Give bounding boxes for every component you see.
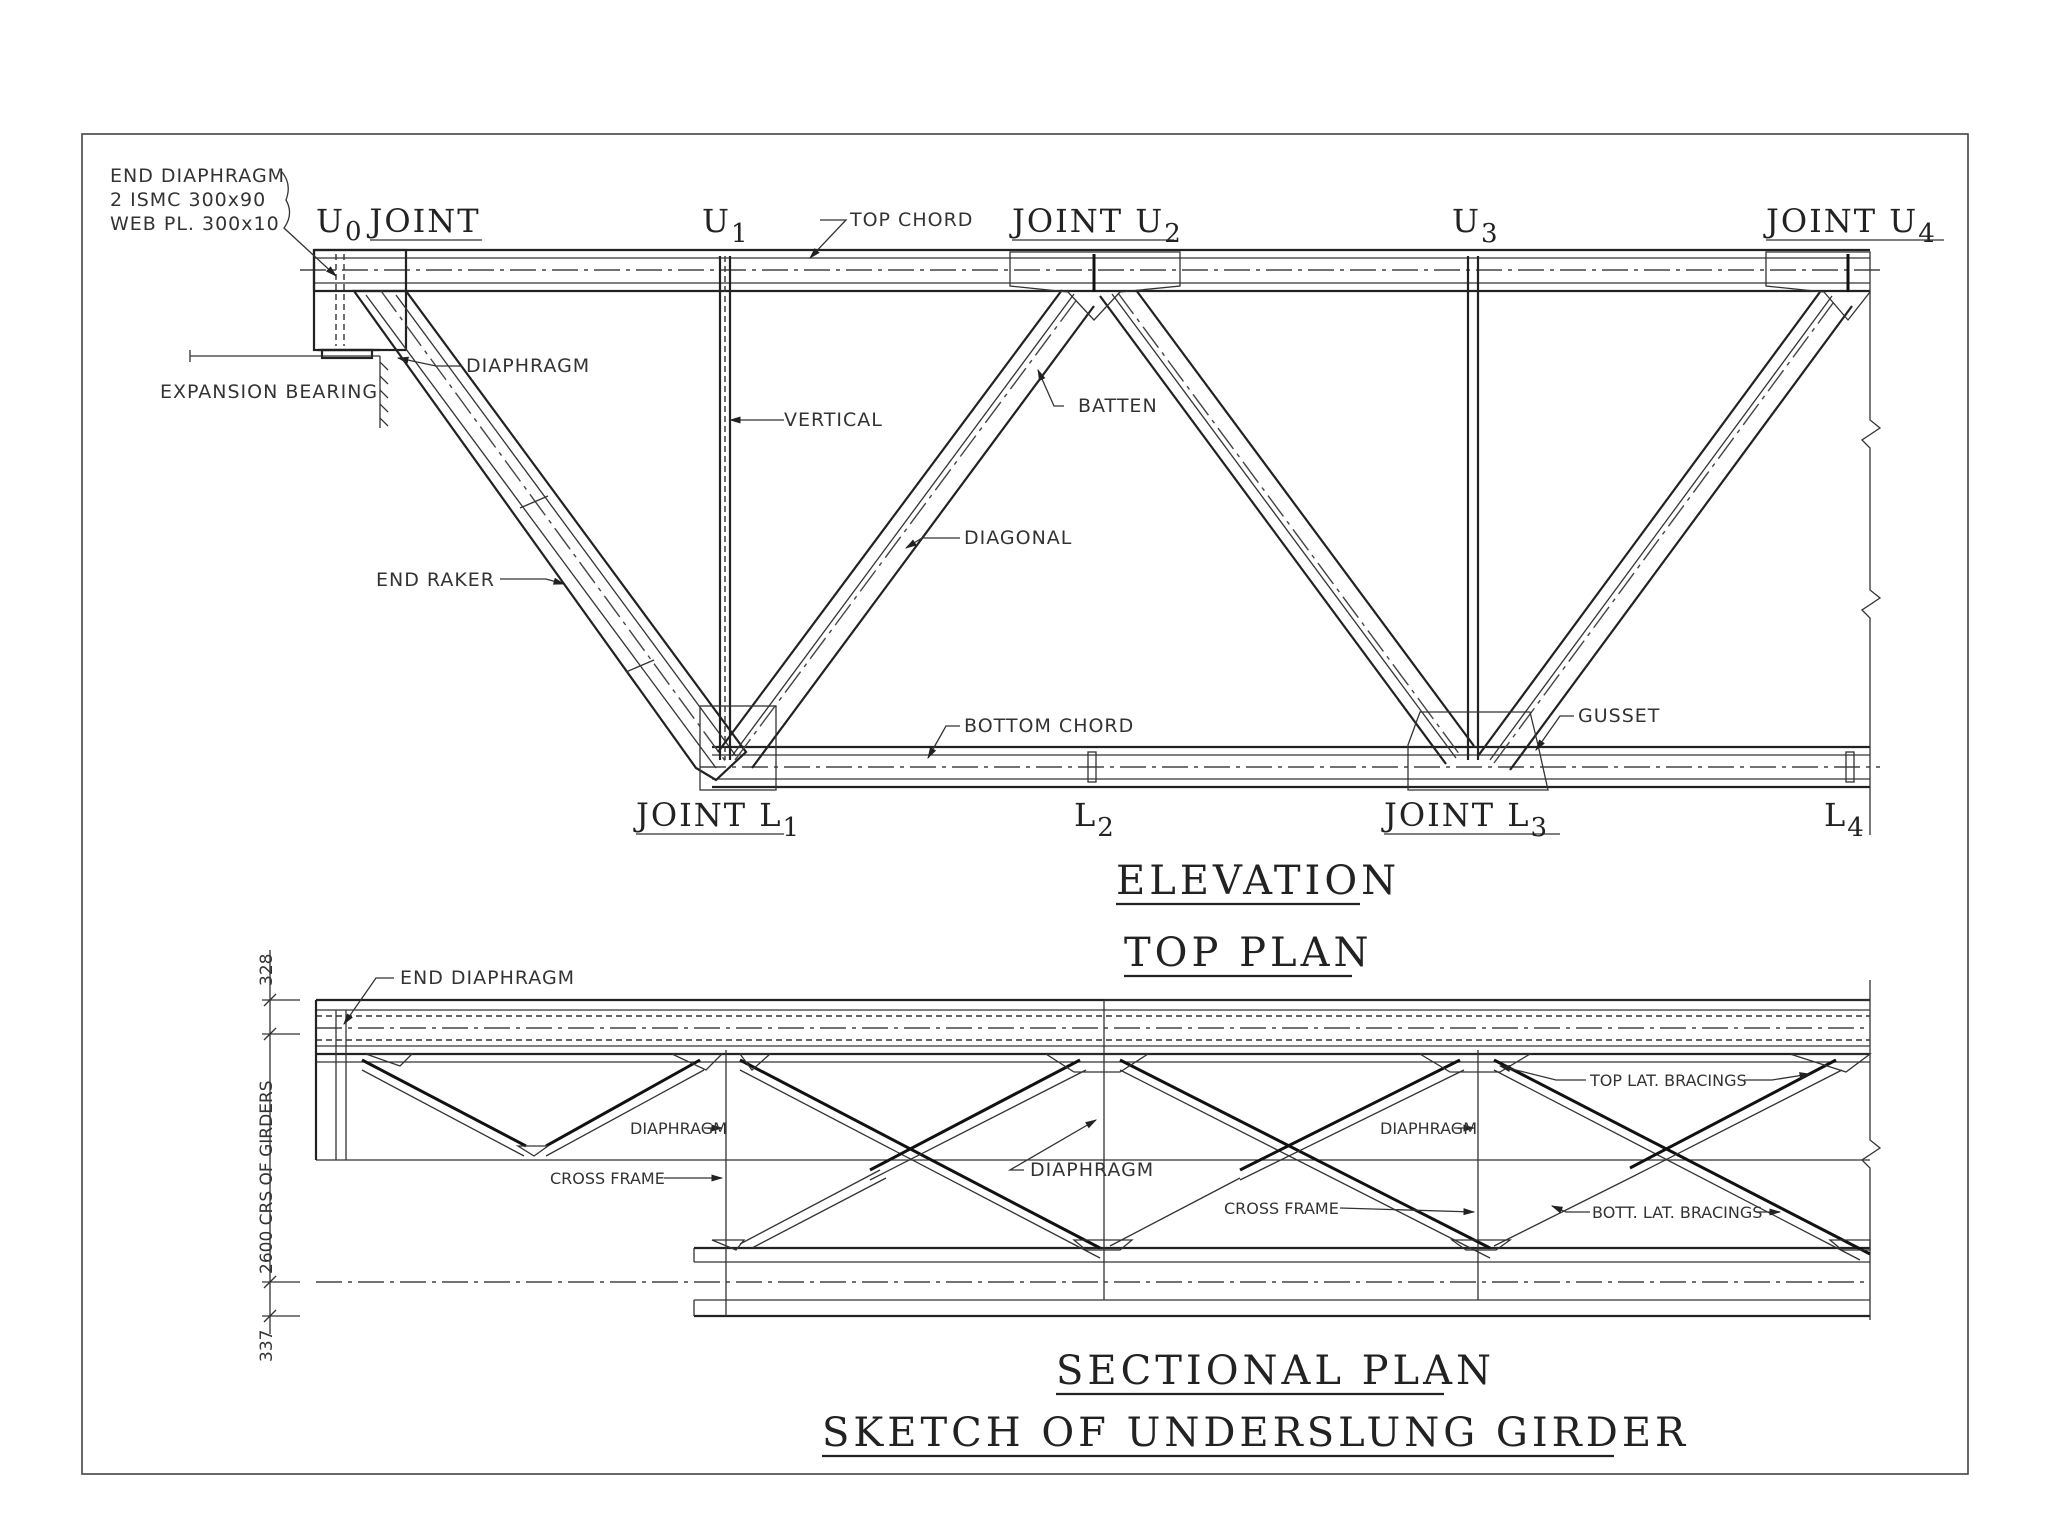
bottom-chord-label: BOTTOM CHORD (964, 715, 1134, 737)
top-lat-bracings-label: TOP LAT. BRACINGS (1589, 1071, 1747, 1090)
dimension-2600-crs-of-girders: 2600 CRS OF GIRDERS (257, 1080, 277, 1274)
joint-label-l3: JOINT L3 (1381, 796, 1549, 843)
sketch-title: SKETCH OF UNDERSLUNG GIRDER (822, 1410, 1689, 1456)
diagonal-u2-l3 (1099, 289, 1475, 765)
end-raker-label: END RAKER (376, 569, 495, 591)
bottom-lateral-bracings (739, 1169, 1631, 1249)
joint-label-u2: JOINT U2 (1009, 202, 1183, 249)
drawing-border (81, 133, 1969, 1475)
joint-label-u3: U3 (1452, 202, 1500, 249)
diaphragm-plan-label-center: DIAPHRAGM (1030, 1159, 1154, 1181)
end-diaphragm-plan-label: END DIAPHRAGM (400, 967, 575, 989)
dimension-337: 337 (257, 1330, 277, 1362)
elevation-title: ELEVATION (1116, 858, 1400, 904)
plan-gusset-plates (365, 1053, 1872, 1251)
cross-frame-label-right: CROSS FRAME (1224, 1199, 1339, 1218)
end-diaphragm-note-line-1: END DIAPHRAGM (110, 165, 285, 187)
plan-leaders (343, 977, 1812, 1216)
plan-dimension-line (262, 950, 300, 1334)
dimension-328: 328 (257, 954, 277, 986)
joint-label-u4: JOINT U4 (1763, 202, 1937, 249)
joint-label-u1: U1 (702, 202, 750, 249)
diagonal-l1-u2 (717, 289, 1095, 769)
elevation-leaders (281, 171, 1574, 760)
elevation-break-line (1860, 291, 1882, 835)
batten-label: BATTEN (1078, 395, 1158, 417)
end-diaphragm-note-line-3: WEB PL. 300x10 (110, 213, 280, 235)
sectional-plan-title: SECTIONAL PLAN (1056, 1348, 1495, 1394)
plan-view: TOP PLAN 328 2600 CRS OF GIRDERS 337 (257, 930, 1882, 1458)
vertical-label: VERTICAL (784, 409, 883, 431)
top-chord-label: TOP CHORD (849, 209, 973, 231)
end-diaphragm-block (312, 248, 408, 360)
diagonal-l3-u4 (1477, 291, 1853, 771)
expansion-bearing-label: EXPANSION BEARING (160, 381, 378, 403)
end-raker (351, 289, 748, 782)
joint-label-l1: JOINT L1 (633, 796, 801, 843)
diaphragm-plan-label-left: DIAPHRAGM (630, 1119, 727, 1138)
top-lateral-bracings (361, 1058, 1871, 1261)
joint-label-l2: L2 (1074, 796, 1116, 843)
plan-break-line (1860, 980, 1882, 1320)
vertical-u1 (718, 256, 732, 760)
gusset-label: GUSSET (1578, 705, 1660, 727)
bott-lat-bracings-label: BOTT. LAT. BRACINGS (1592, 1203, 1762, 1222)
diaphragm-label: DIAPHRAGM (466, 355, 590, 377)
elevation-view: END DIAPHRAGM 2 ISMC 300x90 WEB PL. 300x… (110, 165, 1944, 906)
diaphragm-plan-label-right: DIAPHRAGM (1380, 1119, 1477, 1138)
vertical-u3 (1466, 256, 1480, 760)
joint-label-l4: L4 (1824, 796, 1866, 843)
expansion-bearing-support (189, 350, 389, 428)
gusset-plates (699, 251, 1871, 791)
plan-bottom-girder (316, 1110, 1870, 1318)
bottom-chord (700, 745, 1880, 789)
cross-frame-label-left: CROSS FRAME (550, 1169, 665, 1188)
end-diaphragm-note-line-2: 2 ISMC 300x90 (110, 189, 266, 211)
top-chord (300, 248, 1880, 293)
plan-top-girder (314, 998, 1870, 1161)
top-plan-title: TOP PLAN (1124, 930, 1372, 976)
joint-label-underlines (370, 239, 1944, 835)
diagonal-label: DIAGONAL (964, 527, 1072, 549)
